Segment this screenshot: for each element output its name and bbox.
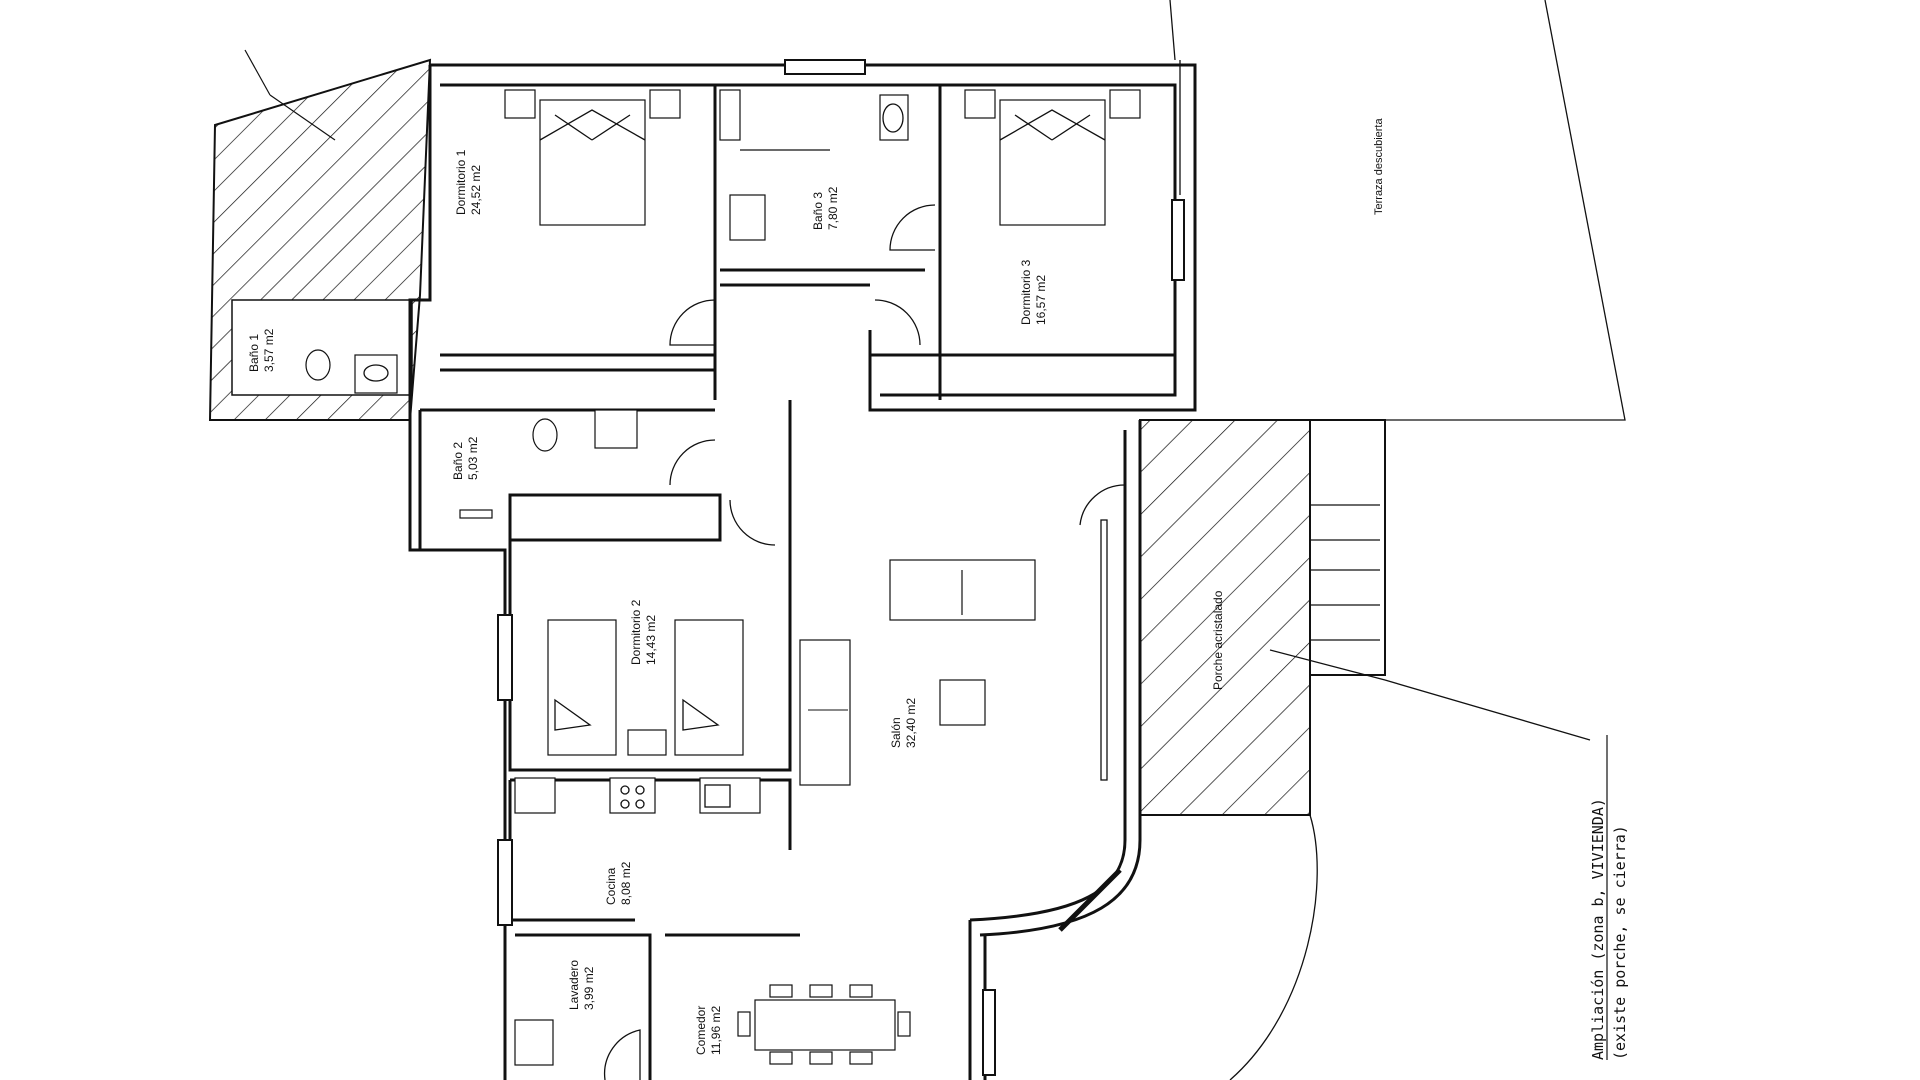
room-name: Lavadero (567, 960, 581, 1010)
room-area: 14,43 m2 (644, 615, 658, 665)
room-label-comedor: Comedor 11,96 m2 (694, 1006, 723, 1055)
room-label-lavadero: Lavadero 3,99 m2 (567, 960, 596, 1010)
room-name: Dormitorio 3 (1019, 259, 1033, 325)
room-area: 24,52 m2 (469, 165, 483, 215)
room-label-bano-3: Baño 3 7,80 m2 (811, 186, 840, 230)
room-area: 7,80 m2 (826, 186, 840, 230)
zone-label-porche: Porche acristalado (1211, 590, 1225, 690)
room-name: Dormitorio 1 (454, 149, 468, 215)
room-name: Baño 2 (451, 442, 465, 480)
note-line-2: (existe porche, se cierra) (1611, 825, 1629, 1060)
room-label-bano-2: Baño 2 5,03 m2 (451, 436, 480, 480)
note-line-1: Ampliación (zona b, VIVIENDA) (1589, 798, 1607, 1060)
room-label-salon: Salón 32,40 m2 (889, 698, 918, 748)
room-name: Cocina (604, 867, 618, 905)
room-area: 32,40 m2 (904, 698, 918, 748)
svg-text:Terraza descubierta: Terraza descubierta (1373, 118, 1385, 215)
room-area: 8,08 m2 (619, 861, 633, 905)
room-name: Baño 3 (811, 192, 825, 230)
bano-1-wing (208, 49, 432, 421)
room-area: 3,99 m2 (582, 966, 596, 1010)
room-name: Baño 1 (247, 334, 261, 372)
ampliacion-note: Ampliación (zona b, VIVIENDA) (existe po… (1589, 735, 1629, 1060)
room-label-bano-1: Baño 1 3,57 m2 (247, 328, 276, 372)
porche-zone (1139, 419, 1591, 1080)
room-name: Comedor (694, 1006, 708, 1055)
room-label-dormitorio-1: Dormitorio 1 24,52 m2 (454, 149, 483, 215)
room-area: 11,96 m2 (709, 1006, 723, 1055)
svg-text:Porche acristalado: Porche acristalado (1211, 590, 1225, 690)
room-label-cocina: Cocina 8,08 m2 (604, 861, 633, 905)
room-name: Salón (889, 717, 903, 748)
stairs (1310, 504, 1380, 641)
room-area: 5,03 m2 (466, 436, 480, 480)
doors (603, 204, 1126, 1080)
room-area: 16,57 m2 (1034, 275, 1048, 325)
room-name: Dormitorio 2 (629, 599, 643, 665)
room-area: 3,57 m2 (262, 328, 276, 372)
windows (497, 59, 1185, 1076)
room-label-dormitorio-2: Dormitorio 2 14,43 m2 (629, 599, 658, 665)
furniture (459, 89, 1141, 1066)
room-label-dormitorio-3: Dormitorio 3 16,57 m2 (1019, 259, 1048, 325)
zone-label-terraza: Terraza descubierta (1373, 118, 1385, 215)
